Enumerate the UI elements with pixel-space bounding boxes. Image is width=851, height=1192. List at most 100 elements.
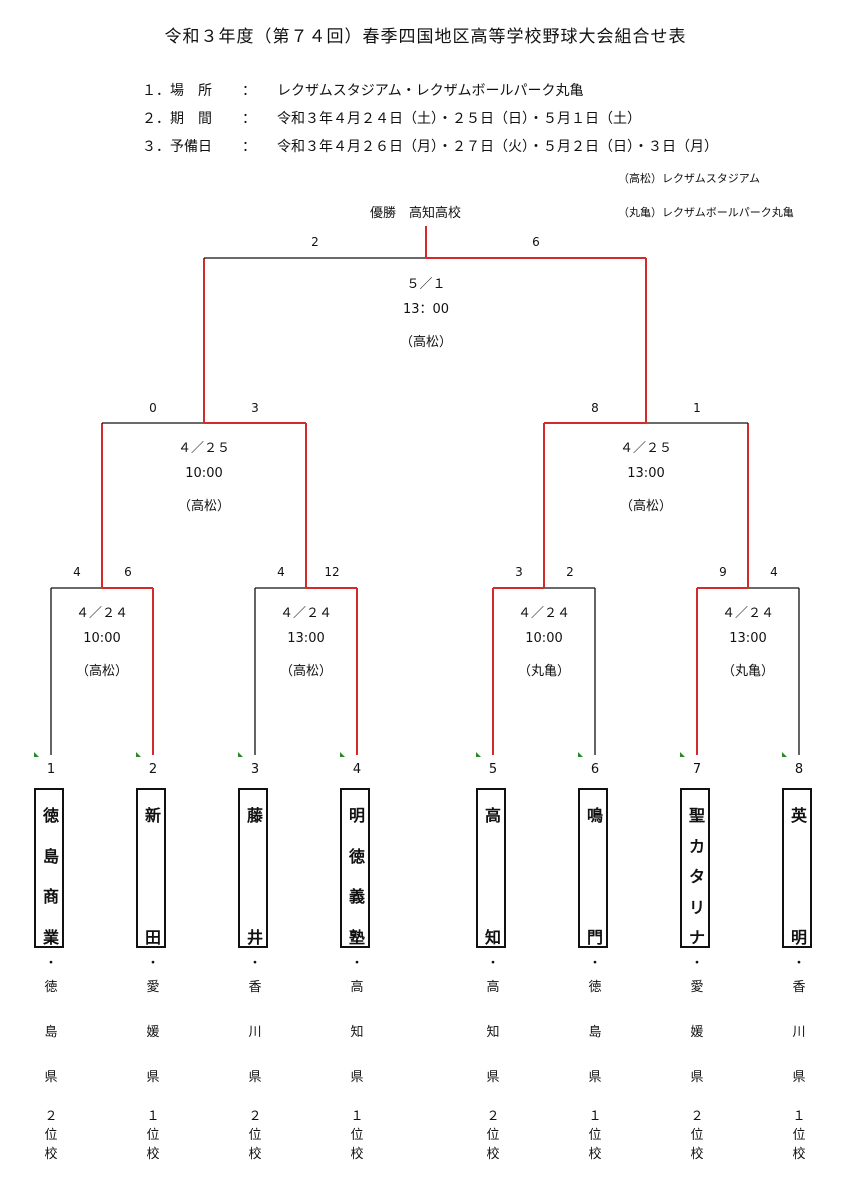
team-prefecture-char: 島	[44, 1025, 58, 1040]
match-venue: （丸亀）	[721, 664, 774, 679]
team-name-char: リ	[688, 897, 705, 917]
team-prefecture-char: 愛	[146, 980, 160, 995]
seed-marker-icon	[476, 752, 481, 757]
team-rank-char: 校	[792, 1147, 806, 1162]
team-box	[238, 788, 268, 948]
team-name-char: 徳	[348, 846, 365, 866]
team-prefecture-char: 香	[248, 980, 262, 995]
team-rank-char: １	[146, 1109, 160, 1124]
team-box	[136, 788, 166, 948]
sf1-score-right: 3	[251, 401, 259, 415]
team-prefecture-char: 徳	[44, 980, 58, 995]
qf2-schedule: ４／２４ 13:00 （高松）	[246, 601, 366, 684]
team-name-char: 島	[42, 846, 59, 866]
team-name-char: 明	[348, 806, 365, 825]
sf2-score-right: 1	[693, 401, 701, 415]
team-prefecture-char: 川	[248, 1025, 262, 1040]
team-rank-char: ２	[248, 1109, 262, 1124]
team-box	[340, 788, 370, 948]
qf3-score-left: 3	[515, 565, 523, 579]
qf1-schedule: ４／２４ 10:00 （高松）	[42, 601, 162, 684]
info-label: ２．期 間	[142, 111, 212, 127]
team-prefecture-char: 川	[792, 1025, 806, 1040]
final-score-right: 6	[532, 235, 540, 249]
qf4-schedule: ４／２４ 13:00 （丸亀）	[688, 601, 808, 684]
team-prefecture-char: 媛	[690, 1025, 704, 1040]
info-value: レクザムスタジアム・レクザムボールパーク丸亀	[277, 83, 584, 99]
team-seed: 3	[250, 762, 260, 777]
team-seed: 5	[488, 762, 498, 777]
final-score-left: 2	[311, 235, 319, 249]
team-box	[782, 788, 812, 948]
seed-marker-icon	[34, 752, 39, 757]
sf1-score-left: 0	[149, 401, 157, 415]
team-box	[34, 788, 64, 948]
team-dot: ・	[146, 956, 160, 971]
venue-note-marugame: （丸亀）レクザムボールパーク丸亀	[618, 206, 794, 219]
match-date: ４／２４	[517, 606, 570, 621]
sf1-schedule: ４／２５ 10:00 （高松）	[144, 436, 264, 519]
team-box	[578, 788, 608, 948]
team-name-char: 商	[42, 887, 59, 907]
team-prefecture-char: 県	[690, 1070, 704, 1085]
team-rank-char: １	[588, 1109, 602, 1124]
team-seed: 8	[794, 762, 804, 777]
team-dot: ・	[588, 956, 602, 971]
team-dot: ・	[486, 956, 500, 971]
team-seed: 6	[590, 762, 600, 777]
match-time: 10:00	[185, 466, 223, 481]
venue-note-takamatsu: （高松）レクザムスタジアム	[618, 172, 761, 185]
team-dot: ・	[44, 956, 58, 971]
team-prefecture-char: 香	[792, 980, 806, 995]
qf3-score-right: 2	[566, 565, 574, 579]
seed-marker-icon	[136, 752, 141, 757]
qf1-score-right: 6	[124, 565, 132, 579]
team-name-char: 門	[586, 928, 603, 947]
team-prefecture-char: 県	[248, 1070, 262, 1085]
match-time: 13:00	[729, 631, 767, 646]
match-date: ４／２５	[619, 441, 672, 456]
info-colon: ：	[242, 111, 256, 127]
team-rank-char: ２	[690, 1109, 704, 1124]
team-rank-char: 校	[486, 1147, 500, 1162]
team-name-char: 業	[42, 928, 59, 947]
info-label: ３．予備日	[142, 139, 212, 155]
seed-marker-icon	[340, 752, 345, 757]
team-name-char: 鳴	[586, 806, 603, 825]
match-venue: （高松）	[619, 499, 672, 514]
champion-label: 優勝 高知高校	[370, 206, 462, 221]
qf3-schedule: ４／２４ 10:00 （丸亀）	[484, 601, 604, 684]
seed-marker-icon	[238, 752, 243, 757]
team-rank-char: 位	[792, 1128, 806, 1143]
team-name-char: 徳	[42, 806, 59, 825]
sf2-score-left: 8	[591, 401, 599, 415]
qf1-score-left: 4	[73, 565, 81, 579]
match-venue: （高松）	[75, 664, 128, 679]
match-date: ４／２４	[75, 606, 128, 621]
team-rank-char: 位	[690, 1128, 704, 1143]
team-rank-char: 校	[44, 1147, 58, 1162]
team-dot: ・	[350, 956, 364, 971]
qf2-score-left: 4	[277, 565, 285, 579]
match-venue: （高松）	[177, 499, 230, 514]
team-rank-char: １	[350, 1109, 364, 1124]
match-date: ４／２５	[177, 441, 230, 456]
team-rank-char: 校	[350, 1147, 364, 1162]
seed-marker-icon	[578, 752, 583, 757]
match-date: ４／２４	[721, 606, 774, 621]
qf2-score-right: 12	[324, 565, 340, 579]
match-time: 13：00	[402, 302, 450, 317]
team-dot: ・	[792, 956, 806, 971]
team-prefecture-char: 高	[486, 980, 500, 995]
match-date: ５／１	[406, 277, 446, 292]
match-time: 10:00	[525, 631, 563, 646]
team-name-char: 田	[144, 928, 161, 947]
info-label: １．場 所	[142, 83, 212, 99]
team-name-char: 英	[790, 806, 807, 825]
team-seed: 1	[46, 762, 56, 777]
team-prefecture-char: 県	[350, 1070, 364, 1085]
team-name-char: タ	[688, 867, 705, 886]
team-prefecture-char: 知	[486, 1025, 500, 1040]
team-seed: 2	[148, 762, 158, 777]
team-prefecture-char: 島	[588, 1025, 602, 1040]
